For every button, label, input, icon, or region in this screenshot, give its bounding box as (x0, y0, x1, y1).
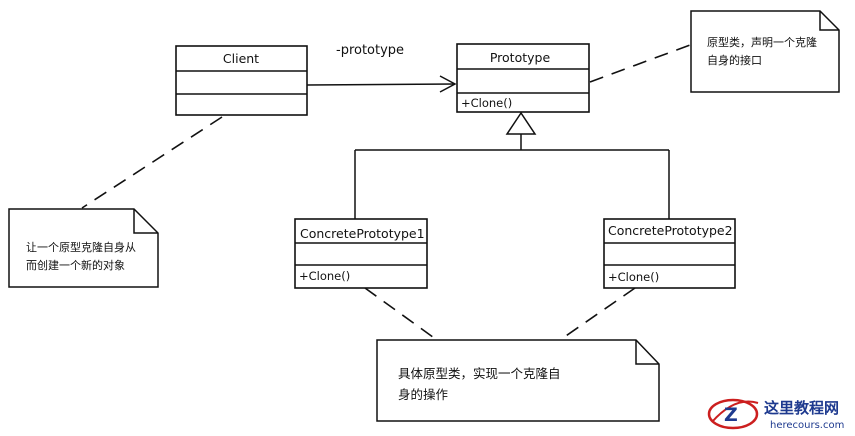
watermark-logo-letter: Z (724, 404, 738, 426)
prototype-class-name: Prototype (490, 50, 551, 65)
watermark-title: 这里教程网 (764, 399, 839, 417)
client-note-line2: 而创建一个新的对象 (26, 258, 125, 272)
concrete-prototype2-clone-method: +Clone() (608, 270, 659, 284)
association-label: -prototype (336, 43, 404, 58)
concrete-prototype2-name: ConcretePrototype2 (608, 223, 733, 238)
inheritance-lines (354, 111, 670, 219)
watermark: Z 这里教程网 herecours.com (707, 398, 844, 431)
prototype-clone-method: +Clone() (461, 96, 512, 110)
client-class-name: Client (223, 51, 259, 66)
association-arrow (306, 75, 457, 93)
prototype-note-line2: 自身的接口 (707, 53, 762, 67)
concrete-prototype2-class[interactable]: ConcretePrototype2 +Clone() (603, 218, 736, 289)
note-connectors (81, 44, 691, 341)
prototype-class[interactable]: Prototype +Clone() (456, 43, 590, 113)
concrete-note-line2: 身的操作 (398, 387, 449, 402)
concrete-note-line1: 具体原型类，实现一个克隆自 (398, 366, 561, 381)
prototype-note-line1: 原型类，声明一个克隆 (707, 35, 817, 49)
watermark-url: herecours.com (770, 420, 844, 431)
prototype-note: 原型类，声明一个克隆 自身的接口 (690, 10, 840, 93)
client-class[interactable]: Client (175, 45, 308, 116)
client-note-line1: 让一个原型克隆自身从 (26, 240, 136, 254)
concrete-prototype1-name: ConcretePrototype1 (300, 226, 425, 241)
watermark-logo-icon: Z (707, 398, 759, 430)
client-note: 让一个原型克隆自身从 而创建一个新的对象 (8, 208, 159, 288)
concrete-prototype1-clone-method: +Clone() (299, 269, 350, 283)
concrete-note: 具体原型类，实现一个克隆自 身的操作 (376, 339, 660, 422)
concrete-prototype1-class[interactable]: ConcretePrototype1 +Clone() (294, 218, 428, 289)
